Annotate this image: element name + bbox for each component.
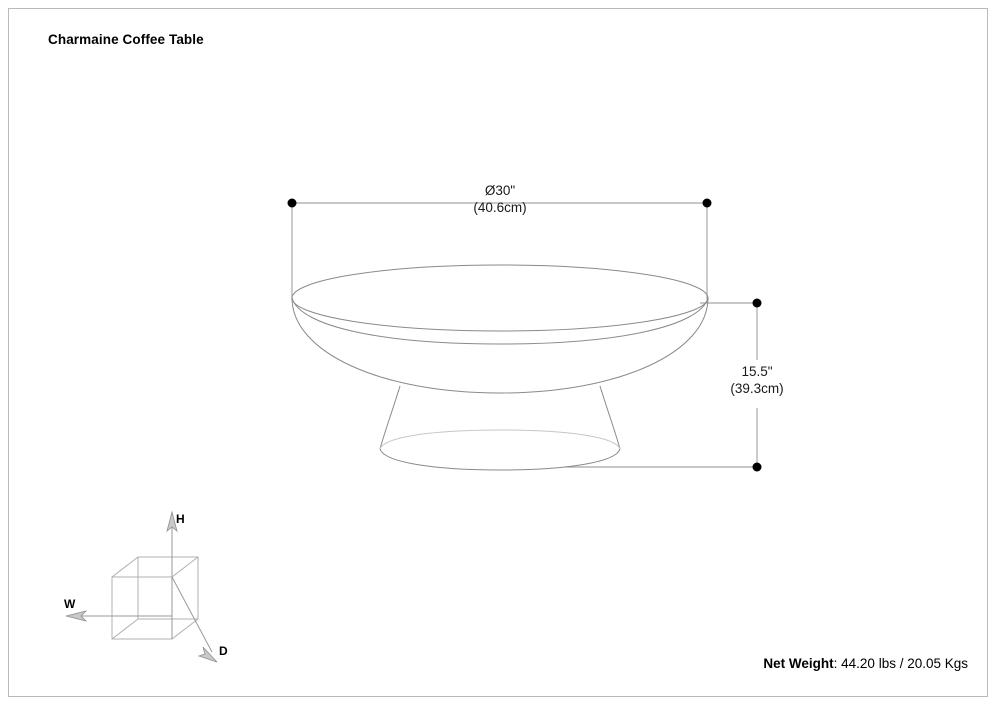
width-dimension-label: Ø30" (40.6cm) — [400, 182, 600, 216]
width-dimension-dot-left — [287, 198, 297, 208]
pedestal-side-left — [379, 385, 401, 450]
axis-arrowhead-height — [166, 510, 178, 533]
width-dimension-imperial: Ø30" — [484, 183, 516, 198]
height-dimension-dot-top — [752, 298, 762, 308]
width-dimension-dot-right — [702, 198, 712, 208]
pedestal-side-right — [599, 385, 621, 450]
height-dimension-group — [565, 298, 762, 472]
height-dimension-imperial: 15.5" — [741, 364, 773, 379]
axis-label-width: W — [64, 597, 76, 611]
height-dimension-label: 15.5" (39.3cm) — [667, 363, 847, 397]
cube-edge-bottom-left — [111, 618, 139, 640]
table-bowl-top — [291, 264, 709, 394]
net-weight: Net Weight: 44.20 lbs / 20.05 Kgs — [763, 656, 968, 671]
page-title: Charmaine Coffee Table — [48, 32, 204, 47]
height-dimension-dot-bottom — [752, 462, 762, 472]
cube-edge-top-left — [111, 556, 139, 578]
axis-label-height: H — [176, 512, 185, 526]
rim-ellipse-inner — [291, 297, 709, 345]
net-weight-value: : 44.20 lbs / 20.05 Kgs — [833, 656, 968, 671]
axis-arrowhead-depth — [197, 646, 218, 663]
width-dimension-group — [287, 198, 712, 300]
cube-edge-bottom-right — [171, 618, 199, 640]
cube-edge-top-right — [171, 556, 199, 578]
table-pedestal-base — [379, 385, 621, 471]
axis-label-depth: D — [219, 644, 228, 658]
width-dimension-metric: (40.6cm) — [473, 200, 527, 215]
pedestal-bottom-arc — [379, 448, 621, 471]
net-weight-label: Net Weight — [763, 656, 834, 671]
axis-arrowhead-width — [65, 610, 88, 622]
rim-ellipse-outer — [291, 264, 709, 332]
axis-legend-diagram — [65, 510, 218, 663]
height-dimension-metric: (39.3cm) — [730, 381, 784, 396]
pedestal-bottom-back-arc — [379, 429, 621, 450]
bowl-body-underside — [291, 297, 709, 394]
cube-front-face — [111, 576, 173, 640]
axis-line-depth — [171, 576, 213, 653]
